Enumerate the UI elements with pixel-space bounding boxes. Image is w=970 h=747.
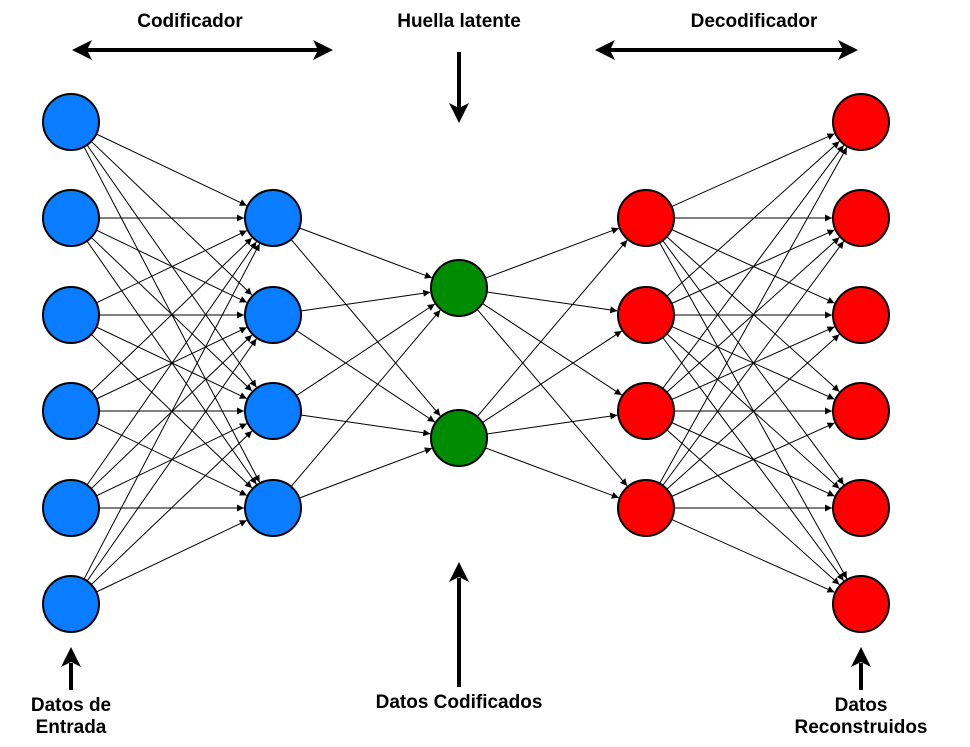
connection-1-3-1 bbox=[299, 447, 433, 499]
connection-3-0-0 bbox=[671, 133, 835, 208]
connection-0-0-0 bbox=[96, 133, 248, 207]
connection-3-3-0 bbox=[659, 147, 848, 484]
connection-2-0-0 bbox=[485, 227, 619, 279]
encoder-label: Codificador bbox=[137, 11, 243, 32]
connection-1-2-1 bbox=[300, 414, 431, 437]
connection-3-0-3 bbox=[666, 236, 840, 392]
connection-1-2-0 bbox=[296, 303, 436, 397]
connection-1-1-1 bbox=[296, 329, 436, 423]
latent-down-arrow bbox=[449, 52, 469, 123]
decoder-hidden-node-3 bbox=[617, 382, 675, 440]
connection-2-1-0 bbox=[476, 239, 628, 418]
connection-1-0-1 bbox=[290, 239, 441, 417]
encoder-hidden-node-4 bbox=[244, 479, 302, 537]
connection-3-3-5 bbox=[671, 518, 835, 593]
latent-node-2 bbox=[430, 409, 488, 467]
output-node-1 bbox=[832, 93, 890, 151]
connection-3-2-5 bbox=[666, 429, 840, 585]
reconstructed-data-label: Datos Reconstruidos bbox=[794, 695, 928, 738]
input-node-3 bbox=[42, 286, 100, 344]
connection-3-3-2 bbox=[666, 334, 840, 490]
connection-1-3-0 bbox=[290, 309, 441, 487]
encoder-hidden-node-1 bbox=[244, 189, 302, 247]
latent-node-1 bbox=[430, 259, 488, 317]
connection-1-0-0 bbox=[299, 227, 433, 279]
input-node-4 bbox=[42, 382, 100, 440]
connection-3-1-0 bbox=[666, 141, 840, 297]
connection-0-2-0 bbox=[95, 230, 248, 304]
decoder-label: Decodificador bbox=[690, 11, 818, 32]
connection-2-1-2 bbox=[486, 412, 618, 435]
decoder-span-arrow bbox=[595, 40, 858, 60]
connection-0-4-0 bbox=[86, 241, 257, 486]
connection-2-0-3 bbox=[476, 308, 628, 487]
connections bbox=[83, 133, 848, 593]
connection-0-3-0 bbox=[90, 237, 253, 393]
output-node-3 bbox=[832, 286, 890, 344]
connection-0-5-1 bbox=[86, 338, 257, 582]
input-data-label: Datos de Entrada bbox=[30, 695, 112, 738]
decoder-hidden-node-2 bbox=[617, 286, 675, 344]
output-node-6 bbox=[832, 575, 890, 633]
latent-label: Huella latente bbox=[397, 11, 521, 32]
decoder-hidden-node-4 bbox=[617, 479, 675, 537]
connection-0-5-2 bbox=[90, 430, 253, 586]
connection-0-1-2 bbox=[90, 236, 253, 392]
connection-2-1-3 bbox=[485, 447, 619, 499]
encoder-hidden-node-2 bbox=[244, 286, 302, 344]
input-node-2 bbox=[42, 189, 100, 247]
connection-3-3-1 bbox=[662, 241, 845, 486]
input-up-arrow bbox=[61, 647, 81, 690]
encoder-span-arrow bbox=[72, 40, 333, 60]
connection-0-5-0 bbox=[83, 243, 261, 580]
output-node-2 bbox=[832, 189, 890, 247]
input-node-1 bbox=[42, 93, 100, 151]
neurons bbox=[42, 93, 890, 633]
decoder-hidden-node-1 bbox=[617, 189, 675, 247]
connection-2-1-1 bbox=[482, 330, 623, 424]
output-node-4 bbox=[832, 382, 890, 440]
connection-3-2-0 bbox=[662, 145, 845, 389]
output-up-arrow bbox=[851, 647, 871, 690]
encoder-hidden-node-3 bbox=[244, 382, 302, 440]
input-node-5 bbox=[42, 479, 100, 537]
connection-1-1-0 bbox=[300, 289, 431, 312]
encoded-data-label: Datos Codificados bbox=[375, 692, 543, 713]
connection-3-3-3 bbox=[671, 422, 835, 497]
encoded-up-arrow bbox=[449, 562, 469, 687]
connection-0-5-3 bbox=[96, 519, 248, 593]
connection-2-0-2 bbox=[482, 302, 623, 396]
connection-2-0-1 bbox=[486, 291, 618, 314]
input-node-6 bbox=[42, 575, 100, 633]
output-node-5 bbox=[832, 479, 890, 537]
